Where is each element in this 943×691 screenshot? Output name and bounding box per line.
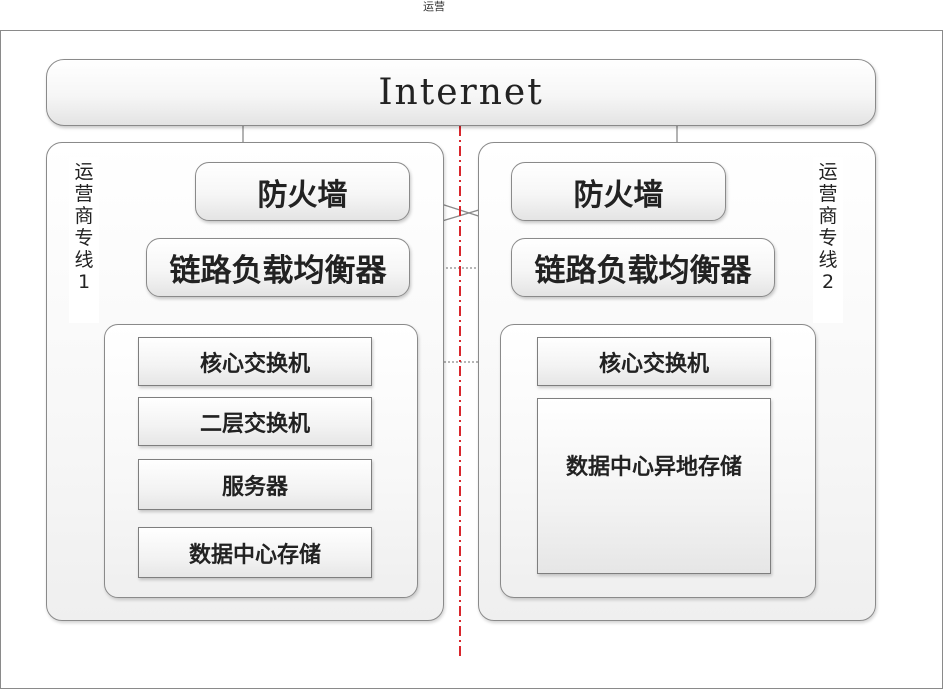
internet-bar: Internet [46,59,876,126]
right-load-balancer: 链路负载均衡器 [511,238,775,297]
left-storage-label: 数据中心存储 [188,542,321,568]
left-carrier-char: 专 [74,227,94,249]
left-load-balancer: 链路负载均衡器 [146,238,410,297]
right-carrier-char: 运 [818,161,838,183]
right-carrier-char: 专 [818,227,838,249]
left-carrier-char: 1 [77,271,91,293]
right-carrier-char: 营 [818,183,838,205]
right-carrier-char: 商 [818,205,838,227]
left-load-balancer-label: 链路负载均衡器 [169,253,387,289]
left-carrier-char: 运 [74,161,94,183]
top-label-clipped: 运营 [423,0,445,13]
left-carrier-char: 商 [74,205,94,227]
left-core-switch-label: 核心交换机 [199,351,310,377]
left-carrier-label: 运 营 商 专 线 1 [69,157,99,323]
left-firewall: 防火墙 [195,162,410,221]
right-carrier-char: 线 [818,249,838,271]
left-l2-switch-label: 二层交换机 [199,411,310,437]
left-carrier-char: 线 [74,249,94,271]
right-core-switch: 核心交换机 [537,337,771,386]
right-carrier-char: 2 [821,271,835,293]
right-remote-storage-label: 数据中心异地存储 [565,455,742,480]
left-carrier-char: 营 [74,183,94,205]
left-firewall-label: 防火墙 [257,177,348,213]
right-load-balancer-label: 链路负载均衡器 [534,253,752,289]
left-storage: 数据中心存储 [138,527,372,578]
right-firewall: 防火墙 [511,162,726,221]
left-l2-switch: 二层交换机 [138,397,372,446]
right-carrier-label: 运 营 商 专 线 2 [813,157,843,323]
right-core-switch-label: 核心交换机 [598,351,709,377]
left-server-label: 服务器 [221,474,288,500]
right-remote-storage: 数据中心异地存储 [537,398,771,574]
internet-label: Internet [378,72,544,113]
left-core-switch: 核心交换机 [138,337,372,386]
right-firewall-label: 防火墙 [573,177,664,213]
left-server: 服务器 [138,459,372,510]
